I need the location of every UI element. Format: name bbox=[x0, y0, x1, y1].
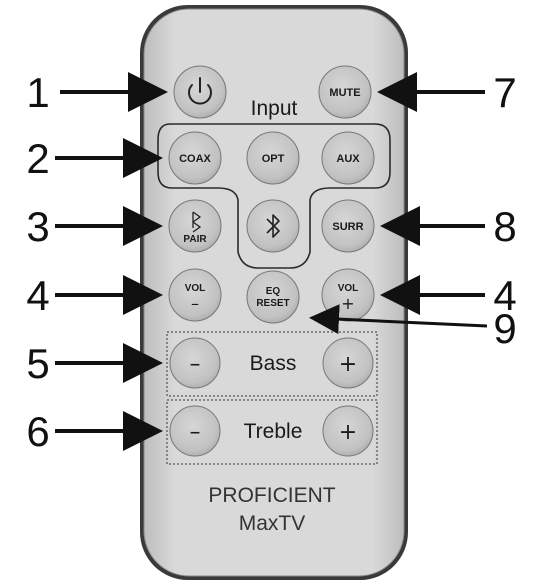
arrow-9 bbox=[309, 304, 488, 335]
pair-button[interactable]: PAIR bbox=[168, 199, 222, 253]
reset-label: RESET bbox=[256, 298, 289, 309]
bluetooth-button[interactable] bbox=[246, 199, 300, 253]
eq-reset-button[interactable]: EQ RESET bbox=[246, 270, 300, 324]
treble-label: Treble bbox=[244, 420, 303, 443]
power-icon bbox=[188, 77, 212, 105]
aux-button[interactable]: AUX bbox=[321, 131, 375, 185]
vol-down-button[interactable]: VOL – bbox=[168, 268, 222, 322]
eq-label: EQ bbox=[266, 286, 281, 297]
callout-1: 1 bbox=[26, 69, 49, 116]
bass-label: Bass bbox=[250, 352, 297, 375]
callout-8: 8 bbox=[493, 203, 516, 250]
callout-3: 3 bbox=[26, 203, 49, 250]
callout-6: 6 bbox=[26, 408, 49, 455]
brand-model: MaxTV bbox=[239, 512, 306, 535]
input-label: Input bbox=[251, 97, 298, 120]
vol-down-label: VOL bbox=[185, 283, 206, 294]
callout-2: 2 bbox=[26, 135, 49, 182]
input-group-outline bbox=[157, 123, 391, 269]
bass-down-button[interactable]: – bbox=[169, 337, 221, 389]
treble-up-button[interactable]: + bbox=[322, 405, 374, 457]
mute-button-label: MUTE bbox=[329, 87, 360, 99]
coax-button-label: COAX bbox=[179, 153, 211, 165]
callout-7: 7 bbox=[493, 69, 516, 116]
surr-button[interactable]: SURR bbox=[321, 199, 375, 253]
treble-down-button[interactable]: – bbox=[169, 405, 221, 457]
coax-button[interactable]: COAX bbox=[168, 131, 222, 185]
bass-down-minus: – bbox=[190, 352, 201, 377]
callout-4-right: 4 bbox=[493, 272, 516, 319]
opt-button[interactable]: OPT bbox=[246, 131, 300, 185]
treble-up-plus: + bbox=[339, 420, 357, 445]
callout-arrows bbox=[55, 72, 488, 451]
callout-5: 5 bbox=[26, 340, 49, 387]
treble-down-minus: – bbox=[190, 420, 201, 445]
treble-group-outline bbox=[166, 399, 378, 465]
bass-group-outline bbox=[166, 331, 378, 397]
callout-4-left: 4 bbox=[26, 272, 49, 319]
bass-up-button[interactable]: + bbox=[322, 337, 374, 389]
vol-up-button[interactable]: VOL + bbox=[321, 268, 375, 322]
pair-button-label: PAIR bbox=[183, 234, 207, 245]
aux-button-label: AUX bbox=[336, 153, 360, 165]
bluetooth-small-icon bbox=[192, 211, 202, 233]
power-button[interactable] bbox=[173, 65, 227, 119]
opt-button-label: OPT bbox=[262, 153, 285, 165]
surr-button-label: SURR bbox=[332, 221, 363, 233]
vol-up-label: VOL bbox=[338, 283, 359, 294]
bluetooth-icon bbox=[266, 214, 280, 238]
brand-name: PROFICIENT bbox=[208, 484, 335, 507]
vol-up-plus: + bbox=[341, 294, 354, 313]
mute-button[interactable]: MUTE bbox=[318, 65, 372, 119]
callout-9: 9 bbox=[493, 305, 516, 352]
bass-up-plus: + bbox=[339, 352, 357, 377]
vol-down-minus: – bbox=[191, 294, 199, 313]
